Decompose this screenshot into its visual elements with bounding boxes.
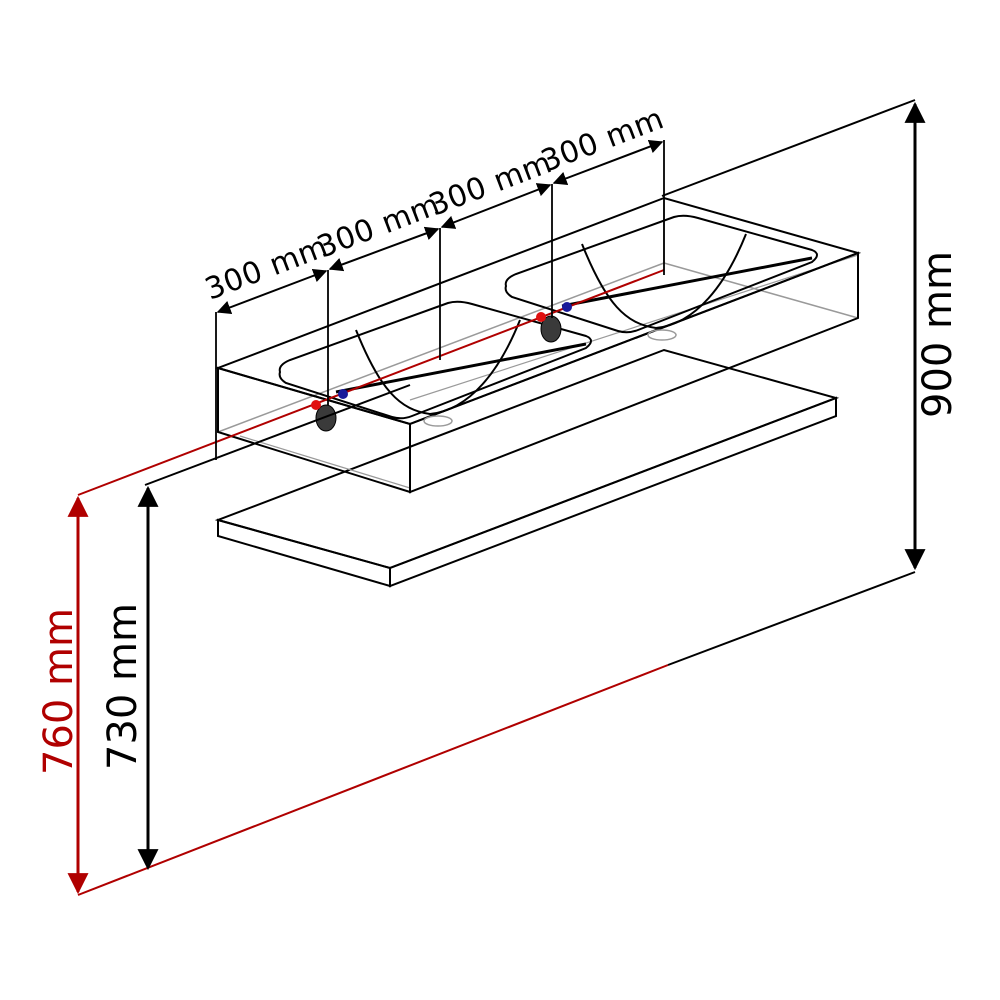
drain-right (540, 315, 562, 343)
height-730-ext (144, 384, 411, 486)
cold-water-dot-left (338, 389, 348, 399)
bottom-shelf (214, 348, 840, 588)
spacing-label-4: 300 mm (536, 101, 668, 179)
spacing-dimension-arrows (216, 139, 664, 315)
plumbing-markers-left (311, 389, 348, 432)
wall-top-line (661, 99, 916, 197)
cold-water-dot-right (562, 302, 572, 312)
floor-line-red (77, 664, 669, 896)
drain-left (315, 404, 337, 432)
vanity-top (214, 196, 862, 494)
spacing-label-1: 300 mm (200, 229, 332, 307)
floor-line-black (667, 571, 916, 666)
spacing-extension-lines (215, 140, 665, 460)
height-730-label: 730 mm (100, 603, 146, 770)
spacing-label-2: 300 mm (312, 187, 444, 265)
basin-left (278, 300, 592, 427)
spacing-label-3: 300 mm (424, 145, 556, 223)
height-760-label: 760 mm (36, 608, 82, 775)
hot-water-dot-right (536, 312, 546, 322)
spacing-labels: 300 mm 300 mm 300 mm 300 mm (200, 101, 668, 307)
height-900-label: 900 mm (915, 251, 961, 418)
plumbing-markers-right (536, 302, 572, 343)
hot-water-dot-left (311, 400, 321, 410)
basin-right (504, 214, 818, 341)
